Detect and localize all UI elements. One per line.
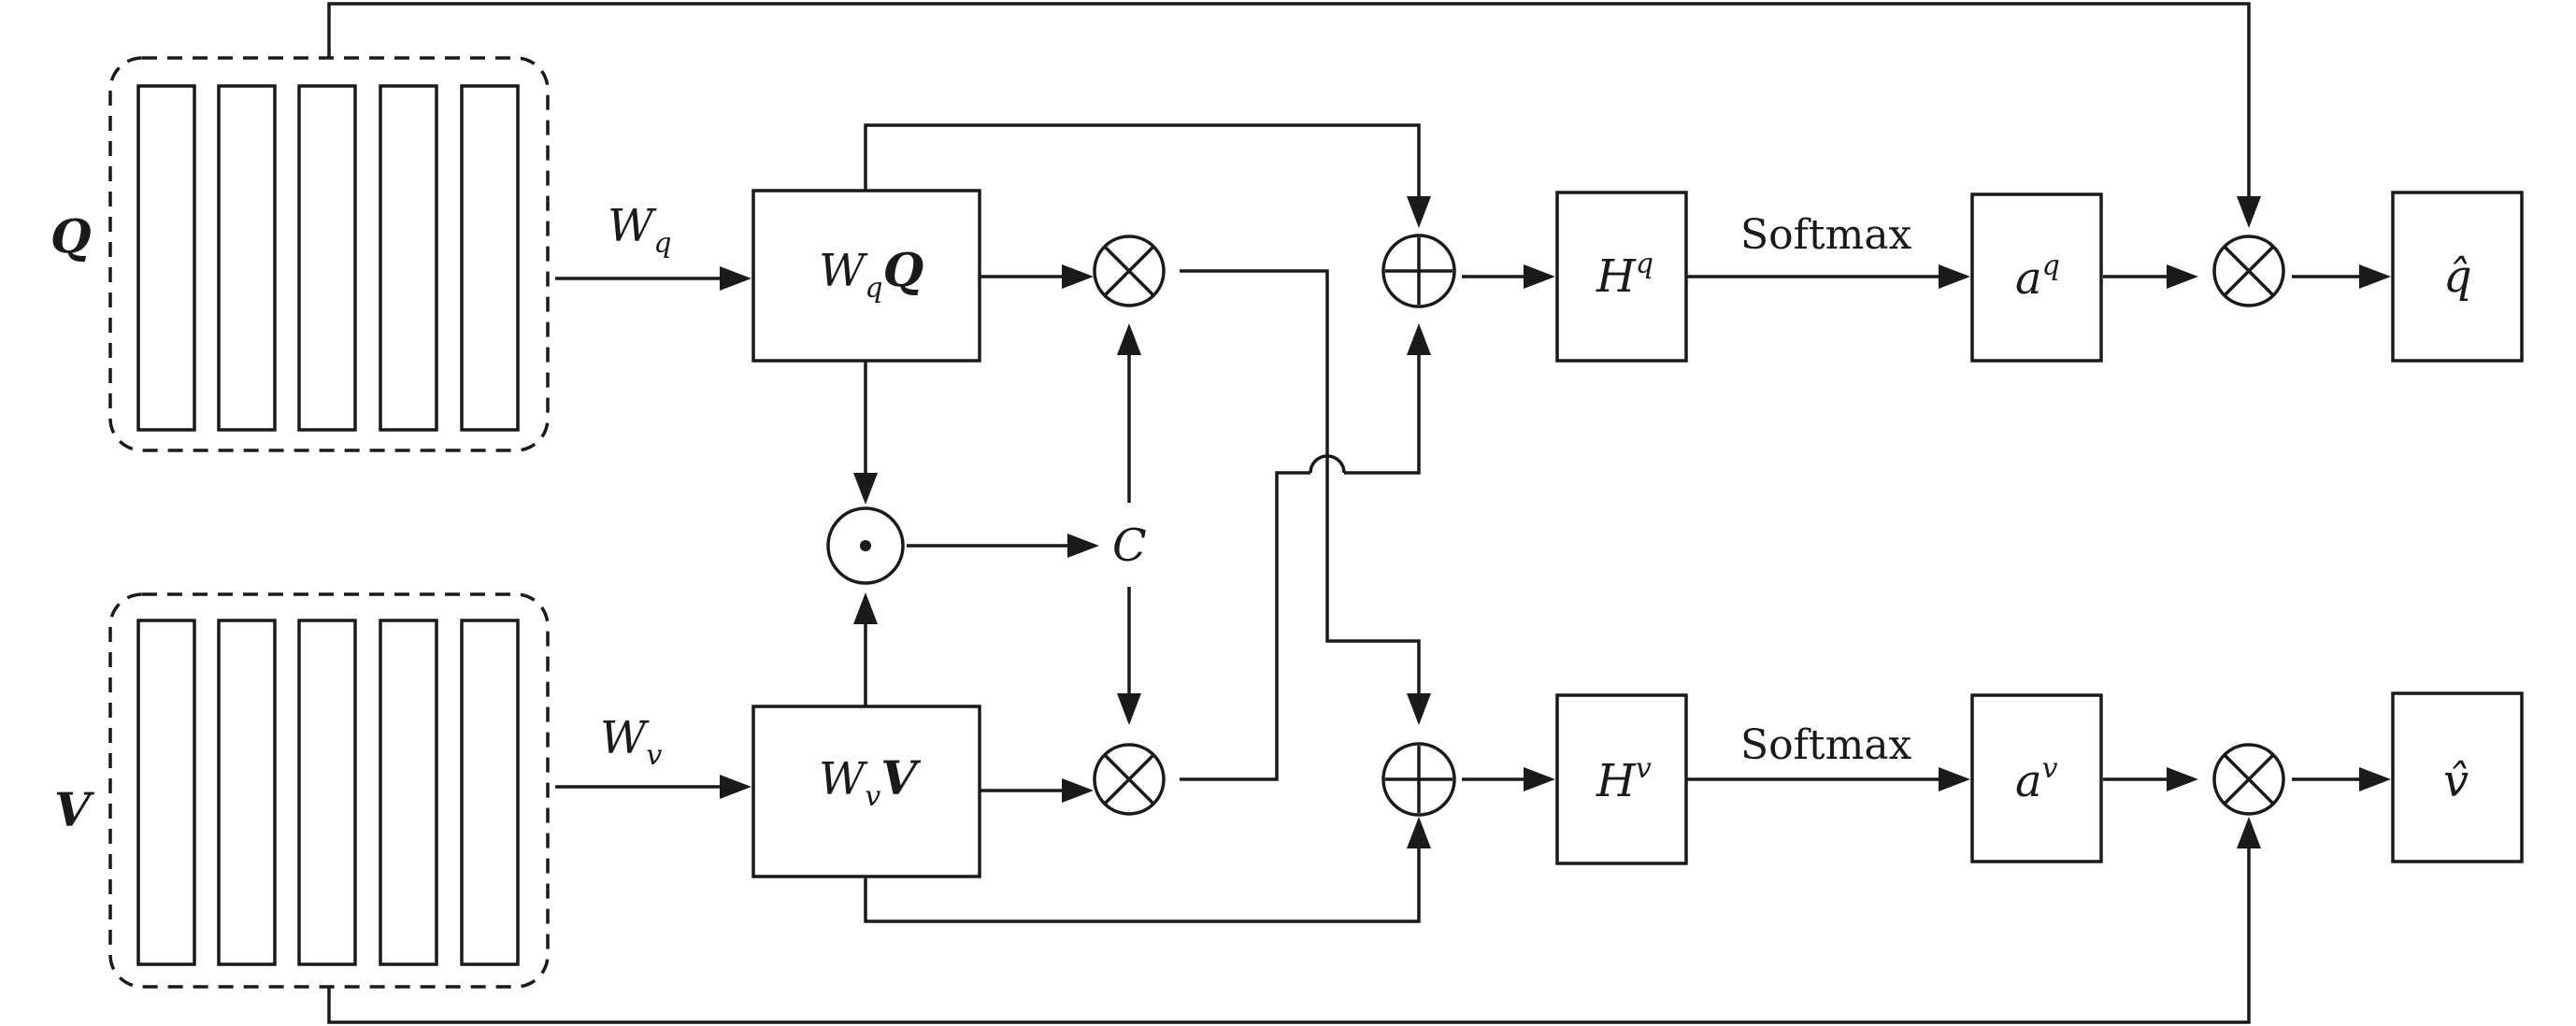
v-feature-bar [136, 619, 196, 966]
odot-operator [826, 506, 905, 585]
arrowhead [720, 266, 751, 291]
arrowhead [853, 473, 878, 505]
multiply-operator-bottom [1093, 743, 1166, 816]
v-feature-bar [379, 619, 438, 966]
mul-top-to-plus-bottom-line [1180, 269, 1421, 693]
arrowhead [1524, 767, 1555, 791]
arrowhead [1939, 264, 1970, 289]
multiply-operator-top [1093, 235, 1166, 307]
q-hat-label: q̂ [2443, 250, 2472, 303]
wvv-to-plus-line [864, 848, 1421, 923]
v-feature-bar [460, 619, 520, 966]
arrowhead [2237, 817, 2261, 848]
multiply-operator-final-bottom [2212, 743, 2285, 816]
arrowhead [2237, 196, 2261, 228]
wv-projection-box: WvV [751, 705, 981, 878]
c-matrix-label: C [1112, 520, 1147, 572]
softmax-label-bottom: Softmax [1740, 721, 1912, 769]
av-box: av [1970, 693, 2103, 863]
arrowhead [1939, 767, 1970, 791]
v-input-label: V [54, 782, 95, 837]
q-feature-bar [297, 84, 357, 432]
softmax-label-top: Softmax [1740, 211, 1912, 259]
hq-box: Hq [1555, 191, 1688, 363]
q-feature-bar [136, 84, 196, 432]
arrowhead [2359, 264, 2391, 289]
v-feature-bar [297, 619, 357, 966]
arrowhead [1407, 196, 1431, 228]
plus-operator-top [1381, 234, 1456, 308]
arrowhead [1407, 323, 1431, 355]
v-hat-label: v̂ [2443, 755, 2469, 807]
wq-projection-label: WqQ [819, 242, 923, 305]
plus-operator-bottom [1381, 742, 1456, 817]
q-feature-bar [379, 84, 438, 432]
q-feature-bar [460, 84, 520, 432]
aq-box: aq [1970, 192, 2103, 363]
wqq-to-plus-line [864, 123, 1421, 196]
q-feature-bar [217, 84, 277, 432]
line-bridge [1309, 454, 1346, 474]
hv-label: Hv [1596, 752, 1652, 807]
hv-box: Hv [1555, 693, 1688, 865]
arrowhead [1117, 323, 1141, 355]
arrowhead [2167, 264, 2198, 289]
q-hat-box: q̂ [2391, 191, 2524, 363]
arrowhead [1407, 817, 1431, 848]
v-feature-bar [217, 619, 277, 966]
wq-projection-box: WqQ [751, 189, 981, 363]
arrowhead [1067, 534, 1099, 558]
av-label: av [2015, 752, 2058, 807]
q-skip-line [327, 2, 2251, 196]
arrowhead [720, 775, 751, 799]
dot-icon [860, 540, 871, 551]
arrowhead [1407, 693, 1431, 725]
aq-label: aq [2015, 249, 2060, 305]
mul-bottom-to-plus-top-line [1180, 471, 1310, 781]
arrowhead [1062, 264, 1094, 289]
arrowhead [2359, 767, 2391, 791]
wq-weight-label: Wq [608, 200, 672, 260]
arrowhead [853, 592, 878, 624]
q-input-stack [108, 56, 550, 452]
hq-label: Hq [1596, 248, 1653, 303]
wv-weight-label: Wv [600, 712, 662, 772]
mul-bottom-to-plus-top-line [1344, 355, 1421, 475]
wv-projection-label: WvV [819, 750, 922, 813]
arrowhead [1117, 693, 1141, 725]
v-input-stack [108, 592, 550, 989]
v-hat-box: v̂ [2391, 691, 2524, 863]
arrowhead [1524, 264, 1555, 289]
multiply-operator-final-top [2212, 235, 2285, 307]
arrowhead [2167, 767, 2198, 791]
arrowhead [1062, 778, 1094, 803]
v-skip-line [327, 848, 2251, 1024]
connections [327, 2, 2391, 1024]
q-input-label: Q [50, 208, 92, 264]
